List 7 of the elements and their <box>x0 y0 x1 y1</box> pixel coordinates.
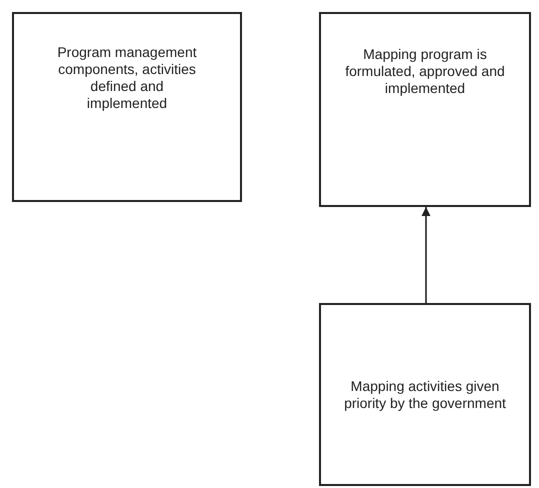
box-text: Mapping activities given priority by the government <box>343 378 507 412</box>
process-box <box>319 12 531 207</box>
arrow <box>422 207 430 303</box>
box-text: Program management components, activities defined and implemented <box>56 44 198 112</box>
process-box <box>319 303 531 486</box>
process-box <box>12 12 242 202</box>
box-text: Mapping program is formulated, approved and implemented <box>345 46 505 97</box>
